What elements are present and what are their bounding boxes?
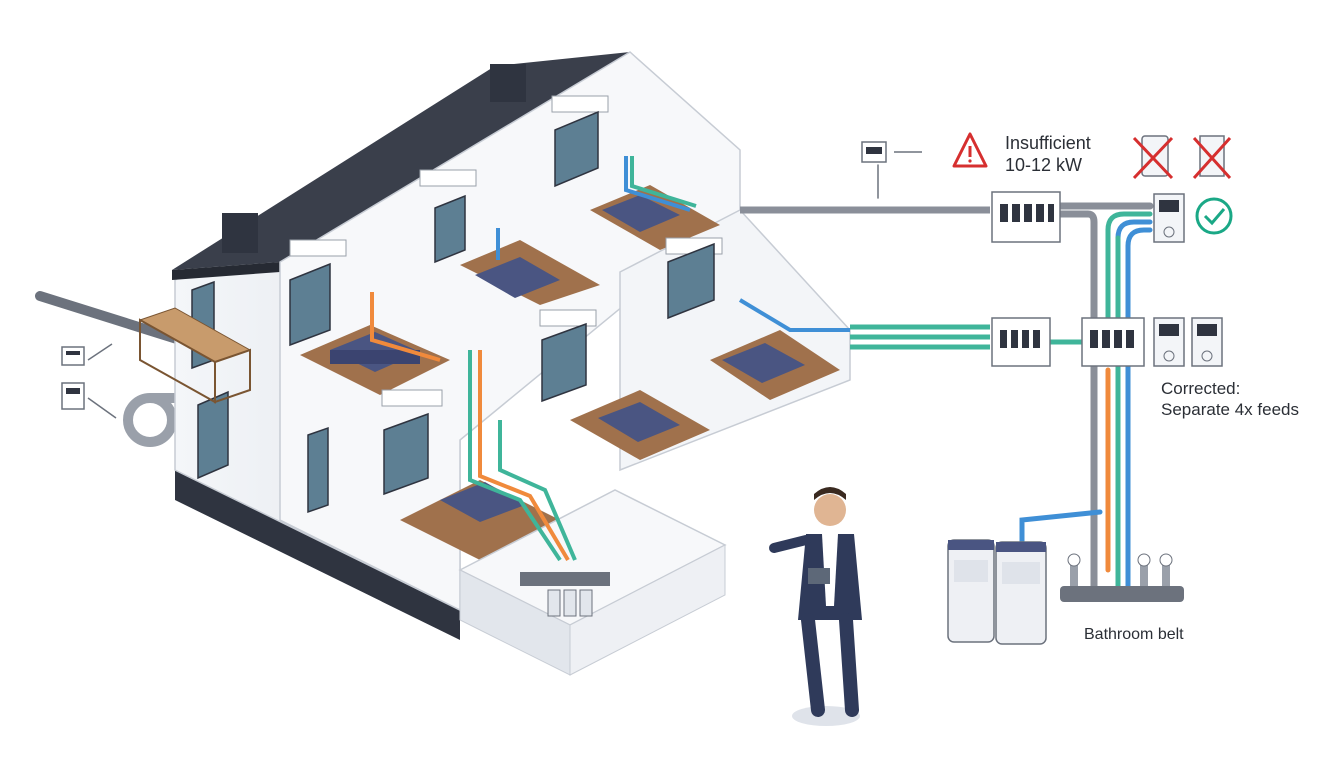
breaker-panel-insufficient	[991, 191, 1061, 243]
feed-lines	[740, 206, 1085, 350]
chimney	[222, 213, 258, 253]
balcony	[138, 307, 252, 404]
presenter-figure	[769, 487, 862, 726]
vertical-risers	[877, 164, 1154, 594]
bathroom-belt-label: Bathroom belt	[1084, 626, 1184, 643]
warning-text-line2: 10-12 kW	[1005, 155, 1083, 175]
check-circle-icon	[1195, 197, 1233, 235]
bed	[722, 343, 805, 383]
bed	[602, 195, 680, 232]
bathroom-basement	[458, 489, 727, 676]
bed	[598, 402, 680, 442]
water-filter	[947, 539, 995, 643]
bed	[330, 332, 420, 372]
corrected-text-line1: Corrected:	[1161, 379, 1241, 398]
thermostat-unit	[1153, 193, 1185, 243]
breaker-panel-left	[991, 317, 1051, 367]
chimney	[490, 64, 526, 102]
rejected-panel-icon	[1192, 135, 1232, 180]
warning-triangle-icon	[952, 132, 988, 168]
warning-text-line1: Insufficient	[1005, 133, 1091, 153]
interior-pipes	[370, 156, 850, 562]
water-filter	[995, 541, 1047, 645]
bathroom-manifold	[1060, 553, 1184, 602]
corrected-text-line2: Separate 4x feeds	[1161, 400, 1299, 419]
rejected-boiler-icon	[1132, 135, 1174, 180]
breaker-panel-corrected	[1081, 317, 1145, 367]
thermostat-unit	[1191, 317, 1223, 367]
outdoor-meter-panel	[61, 343, 117, 419]
bed	[440, 482, 525, 522]
house-base-shadow	[175, 470, 460, 640]
top-meter-panel	[861, 141, 922, 163]
thermostat-unit	[1153, 317, 1185, 367]
roof-edge	[172, 262, 280, 280]
bed	[475, 257, 560, 298]
roof	[172, 52, 630, 270]
